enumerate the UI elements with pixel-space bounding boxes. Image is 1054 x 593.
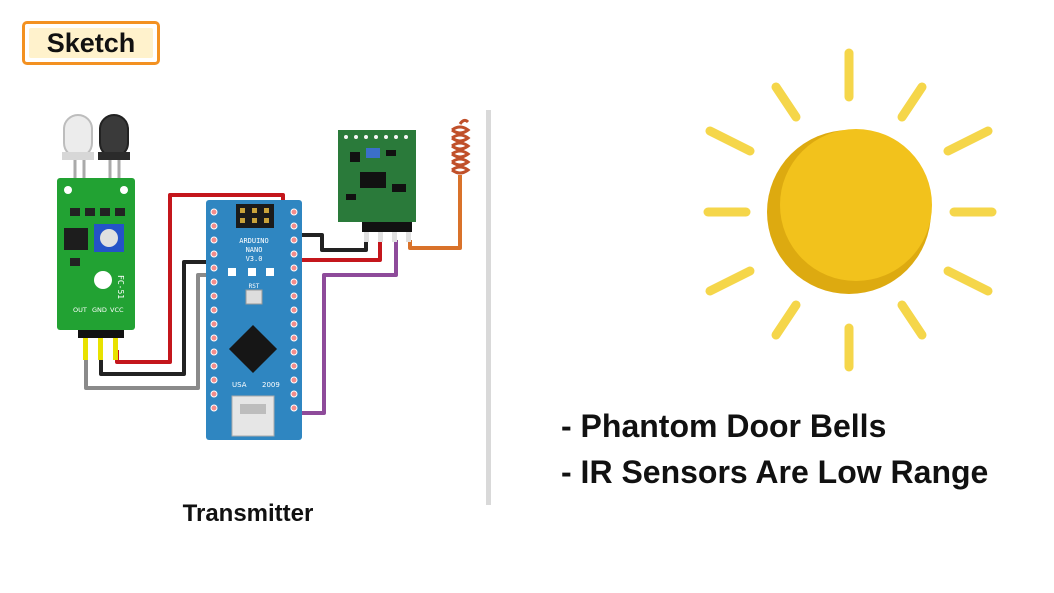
wire-orange (408, 175, 462, 250)
mcu-chip (228, 324, 278, 374)
ir-pin-vcc: VCC (110, 306, 124, 314)
antenna-coil (451, 118, 471, 175)
note-item-phantom-door-bells: - Phantom Door Bells (561, 408, 887, 444)
usa-label: USA (232, 381, 247, 389)
wire-black-rf (295, 233, 368, 252)
transmitter-circuit: FC-51 OUT GND VCC ARDUINO NANO V3.0 (57, 114, 471, 440)
nano-label-1: ARDUINO (239, 237, 269, 245)
ir-sensor-module: FC-51 OUT GND VCC (57, 178, 135, 360)
sun-highlight (780, 129, 932, 281)
rf-transmitter-module (338, 130, 416, 242)
ir-pin-gnd: GND (92, 306, 107, 314)
ir-leds (62, 114, 130, 182)
reset-button (245, 289, 263, 305)
sketch-badge-label: Sketch (29, 28, 153, 58)
sketch-badge: Sketch (22, 21, 160, 65)
notes-list: - Phantom Door Bells - IR Sensors Are Lo… (561, 403, 988, 495)
nano-label-3: V3.0 (246, 255, 263, 263)
sun-rays (703, 48, 997, 372)
wire-black-ir (99, 260, 213, 376)
ir-led-dark (99, 114, 129, 158)
rst-label: RST (249, 283, 260, 290)
ir-pin-out: OUT (73, 306, 87, 314)
arduino-nano: ARDUINO NANO V3.0 RST USA 2009 (206, 200, 302, 440)
transmitter-caption: Transmitter (182, 500, 314, 527)
usb-port (231, 395, 275, 437)
wire-purple (294, 240, 398, 415)
vertical-divider (486, 110, 491, 505)
icsp-header (236, 204, 274, 228)
ir-module-label: FC-51 (116, 275, 125, 299)
wire-gray (84, 273, 213, 390)
sun-icon (703, 48, 997, 372)
note-item-ir-low-range: - IR Sensors Are Low Range (561, 454, 989, 490)
year-label: 2009 (262, 381, 280, 389)
ir-led-clear (63, 114, 93, 158)
nano-label-2: NANO (246, 246, 263, 254)
